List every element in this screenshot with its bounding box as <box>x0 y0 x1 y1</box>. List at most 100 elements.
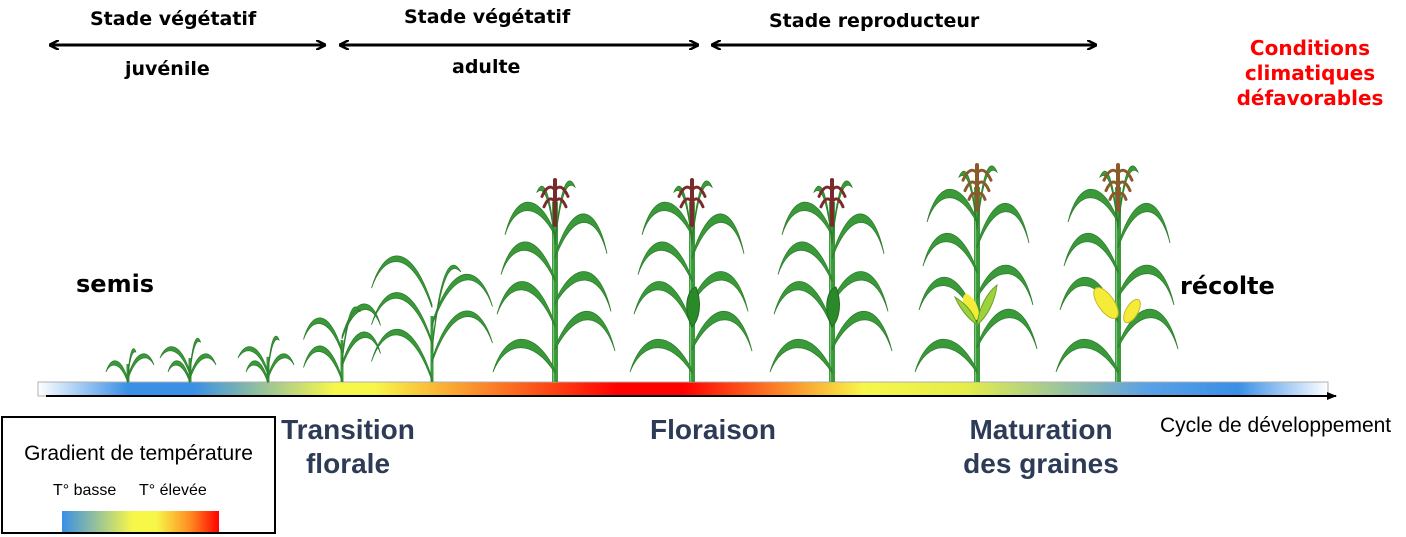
leaf <box>1063 232 1119 274</box>
leaf <box>633 281 693 328</box>
leaf <box>492 338 556 375</box>
leaf <box>237 346 269 376</box>
leaf <box>127 353 155 380</box>
leaf <box>958 170 978 231</box>
leaf <box>341 331 381 368</box>
leaf <box>914 338 978 375</box>
legend-gradient-swatch <box>62 511 219 532</box>
leaf <box>769 338 833 375</box>
maize-plant <box>914 163 1038 382</box>
leaf <box>341 306 361 365</box>
legend-low-label: T° basse <box>53 482 117 499</box>
leaf <box>691 180 713 246</box>
leaf <box>245 360 269 384</box>
stage-label-juvenile-line2: juvénile <box>125 58 210 80</box>
leaf <box>831 271 889 312</box>
harvest-label: récolte <box>1180 272 1275 300</box>
leaf <box>831 213 885 259</box>
temperature-gradient-bar <box>37 381 1329 397</box>
leaf <box>691 311 753 352</box>
phase-line: Floraison <box>649 414 776 445</box>
leaf <box>504 201 556 237</box>
leaf <box>1067 188 1119 224</box>
maize-plant <box>492 178 616 382</box>
stage-label-reproductive: Stade reproducteur <box>769 10 980 32</box>
unfavorable-conditions-label: Conditions climatiques défavorables <box>1224 36 1396 111</box>
leaf <box>189 337 202 374</box>
leaf <box>500 241 556 282</box>
maize-plants <box>105 163 1179 384</box>
leaf <box>189 353 217 380</box>
development-cycle-label: Cycle de développement <box>1160 414 1392 437</box>
leaf <box>641 201 693 237</box>
leaf <box>777 241 833 282</box>
tassel-icon <box>817 178 847 227</box>
leaf <box>554 213 608 259</box>
maize-plant <box>237 335 295 384</box>
leaf <box>831 311 893 352</box>
leaf <box>926 188 978 224</box>
leaf <box>127 348 137 377</box>
phase-line: des graines <box>963 448 1119 479</box>
corn-ear-icon <box>686 286 700 328</box>
leaf <box>303 317 343 354</box>
conditions-line: climatiques <box>1244 61 1376 85</box>
leaf <box>554 311 616 352</box>
corn-ear-icon <box>1093 287 1141 324</box>
leaf <box>371 255 433 308</box>
leaf <box>303 345 343 382</box>
maize-plant <box>105 348 155 384</box>
leaf <box>267 335 280 373</box>
maize-plant <box>371 255 493 382</box>
leaf <box>1099 170 1119 231</box>
maize-plant <box>769 178 893 382</box>
phase-seed-maturation: Maturation des graines <box>955 413 1127 481</box>
leaf <box>267 353 295 380</box>
corn-ear-icon <box>826 286 840 328</box>
phase-floral-transition: Transition florale <box>278 413 418 481</box>
tassel-icon <box>540 178 570 227</box>
tassel-icon <box>1102 163 1134 212</box>
maize-plant <box>159 337 217 384</box>
leaf <box>922 232 978 274</box>
temperature-legend: Gradient de température T° basse T° élev… <box>1 416 276 534</box>
conditions-line: Conditions <box>1249 36 1371 60</box>
legend-high-label: T° élevée <box>139 482 207 499</box>
leaf <box>1117 202 1171 249</box>
maize-plant <box>629 178 753 382</box>
leaf <box>1117 264 1175 306</box>
phase-line: Maturation <box>969 414 1113 445</box>
leaf <box>781 201 833 237</box>
leaf <box>105 360 129 384</box>
leaf <box>167 360 191 384</box>
leaf <box>629 338 693 375</box>
leaf <box>773 281 833 328</box>
leaf <box>159 346 191 376</box>
stage-label-juvenile-line1: Stade végétatif <box>90 8 257 30</box>
leaf <box>431 273 493 327</box>
stage-label-adult-line2: adulte <box>452 56 521 78</box>
maize-plant <box>1055 163 1179 382</box>
stage-label-adult-line1: Stade végétatif <box>404 6 571 28</box>
conditions-line: défavorables <box>1236 86 1384 110</box>
legend-title: Gradient de température <box>24 442 253 465</box>
leaf <box>554 180 576 246</box>
leaf <box>371 292 433 345</box>
corn-ear-icon <box>953 283 998 327</box>
phase-line: Transition <box>281 414 415 445</box>
leaf <box>431 264 462 353</box>
leaf <box>976 264 1034 306</box>
leaf <box>691 271 749 312</box>
leaf <box>831 180 853 246</box>
sowing-label: semis <box>76 270 155 298</box>
leaf <box>976 202 1030 249</box>
phase-flowering: Floraison <box>640 413 786 447</box>
leaf <box>691 213 745 259</box>
leaf <box>1055 338 1119 375</box>
leaf <box>496 281 556 328</box>
leaf <box>371 328 433 382</box>
tassel-icon <box>677 178 707 227</box>
leaf <box>431 310 493 363</box>
phase-line: florale <box>305 448 391 479</box>
